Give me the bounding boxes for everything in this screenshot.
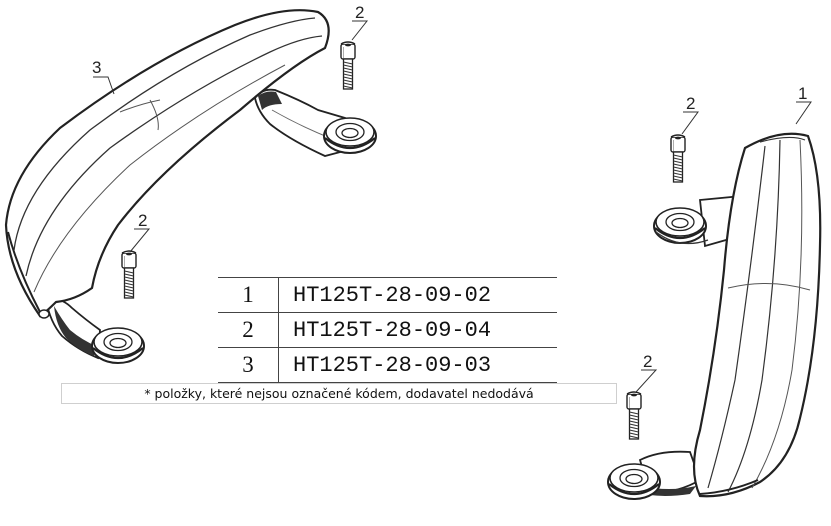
right-handguard [606,132,822,501]
part-code: HT125T-28-09-02 [278,277,557,313]
callout-left-upper-screw: 2 [355,3,364,22]
part-code: HT125T-28-09-04 [278,312,557,348]
left-lower-screw [121,250,137,299]
parts-table: 1 HT125T-28-09-02 2 HT125T-28-09-04 3 HT… [218,277,557,383]
callout-right-upper-screw: 2 [686,94,695,113]
callout-left-lower-screw: 2 [138,211,147,230]
part-number: 1 [218,277,279,313]
part-code: HT125T-28-09-03 [278,347,557,383]
table-row: 1 HT125T-28-09-02 [218,277,557,313]
callout-right-lower-screw: 2 [643,352,652,371]
left-handguard [4,9,378,365]
callout-left-guard: 3 [92,58,101,77]
table-row: 2 HT125T-28-09-04 [218,312,557,348]
leader-lines [93,20,812,393]
callout-right-guard: 1 [798,84,807,103]
right-upper-screw [670,134,686,183]
part-number: 2 [218,312,279,348]
table-row: 3 HT125T-28-09-03 [218,347,557,383]
supply-note: * položky, které nejsou označené kódem, … [61,383,617,404]
left-upper-screw [340,41,356,90]
right-lower-screw [626,391,642,440]
part-number: 3 [218,347,279,383]
